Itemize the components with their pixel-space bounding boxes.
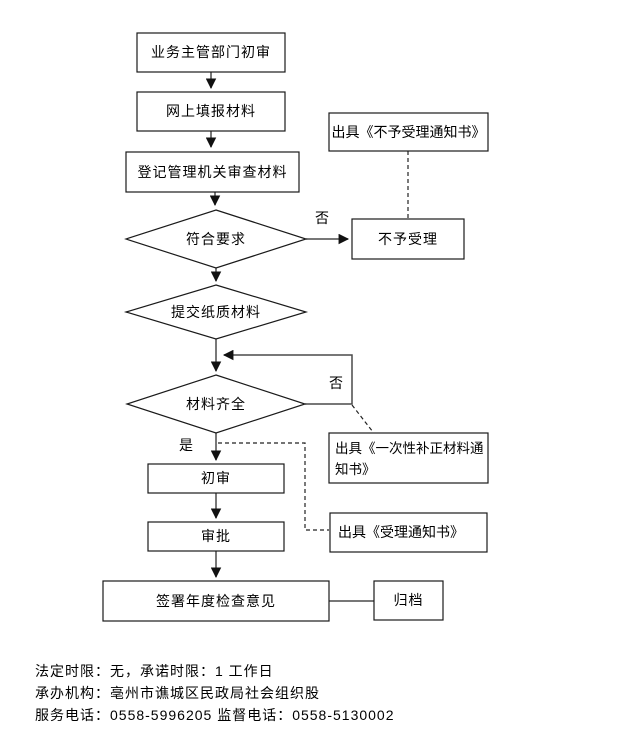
node-archive-box [373,580,444,621]
edge-dashed-yes-to-noticeaccepted [218,442,329,531]
node-issue-notice-supplement-box [328,432,489,484]
node-materials-complete-diamond [125,374,307,434]
branch-label-yes: 是 [179,437,193,453]
node-issue-notice-not-accepted-box [328,112,489,152]
node-issue-notice-accepted-box [329,512,488,553]
footer-line-agency: 承办机构：亳州市谯城区民政局社会组织股 [35,685,320,701]
node-registry-examine-materials-box [125,151,300,193]
node-approval-box [147,521,285,552]
node-not-accepted-box [351,218,465,260]
node-submit-paper-materials-diamond [123,284,309,340]
node-online-fill-materials-box [136,91,286,132]
footer-notes: 法定时限：无，承诺时限：1 工作日 承办机构：亳州市谯城区民政局社会组织股 服务… [35,660,395,726]
footer-line-phones: 服务电话：0558-5996205 监督电话：0558-5130002 [35,707,395,723]
footer-line-statutory-time: 法定时限：无，承诺时限：1 工作日 [35,663,274,679]
branch-label-no-meets: 否 [315,210,329,226]
edge-complete-no-feedback [222,349,353,405]
node-initial-review-box [147,463,285,494]
node-sign-annual-inspection-box [102,580,330,622]
edge-dashed-complete-to-noticesupplement [351,404,374,433]
node-meets-requirements-diamond [124,209,308,269]
node-dept-initial-review-box [136,32,286,73]
branch-label-no-complete: 否 [329,375,343,391]
